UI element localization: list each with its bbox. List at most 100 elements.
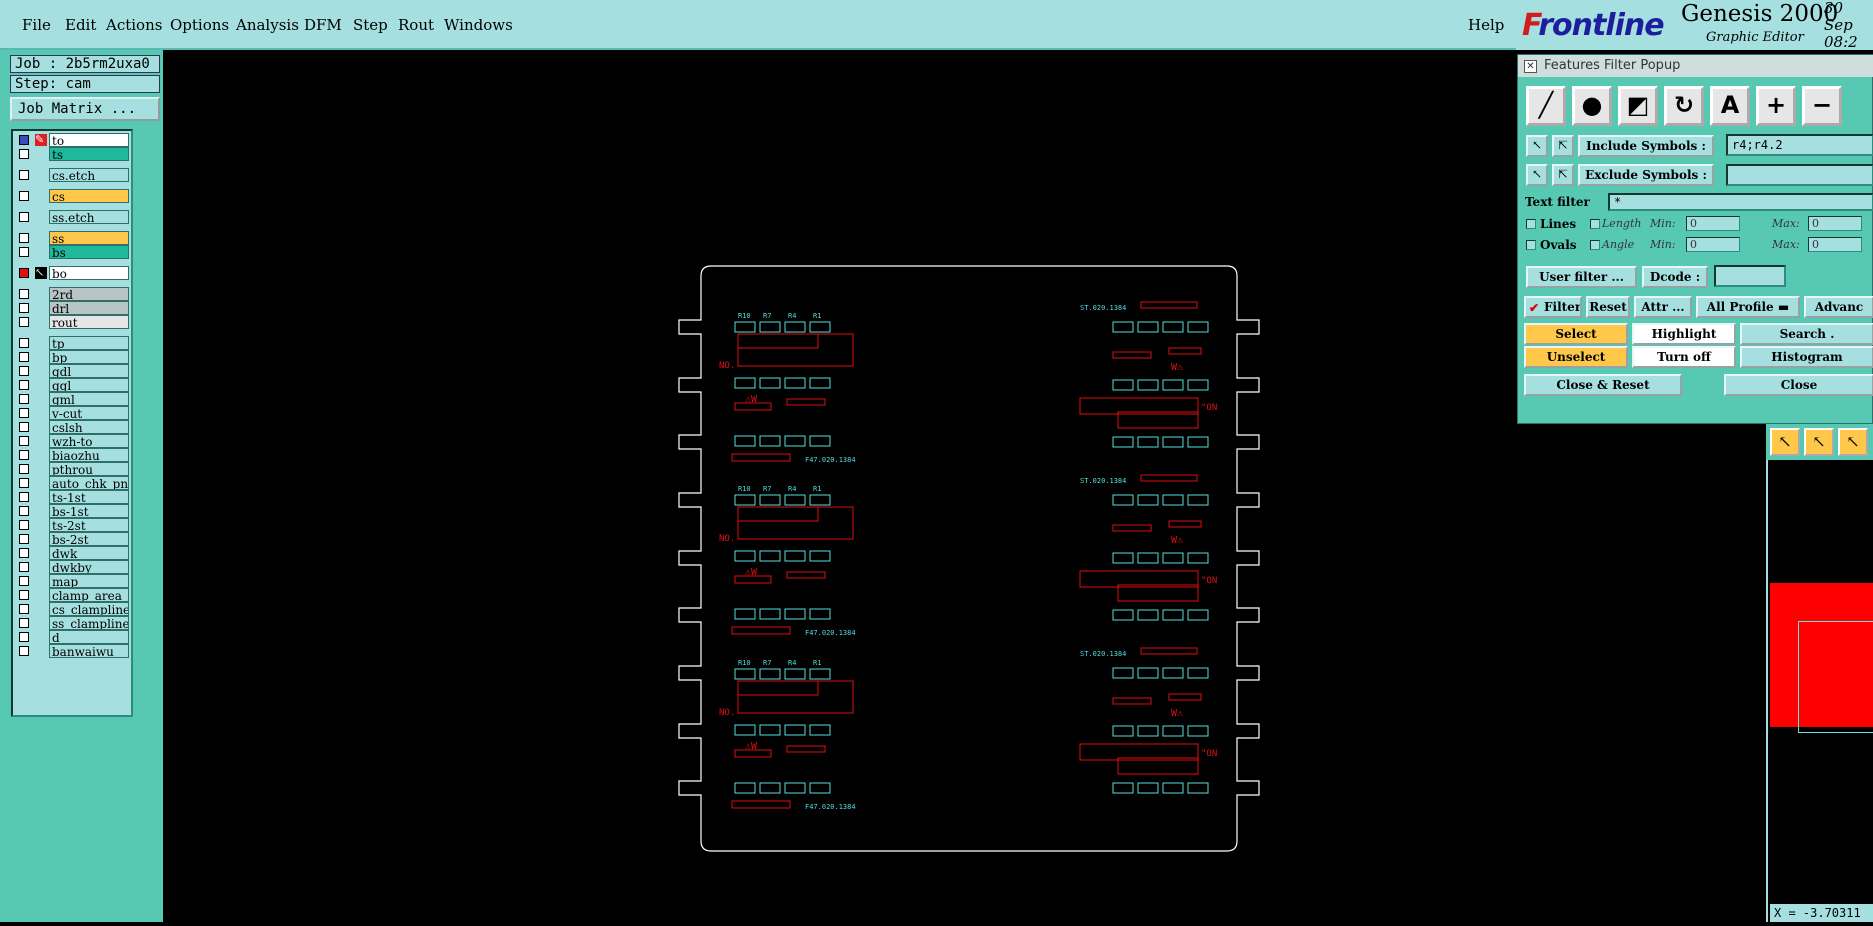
histogram-button[interactable]: Histogram <box>1740 346 1873 368</box>
popup-titlebar[interactable]: ✕ Features Filter Popup <box>1518 55 1873 77</box>
layer-checkbox[interactable] <box>19 247 29 257</box>
layer-checkbox[interactable] <box>19 352 29 362</box>
layer-checkbox[interactable] <box>19 338 29 348</box>
layer-checkbox[interactable] <box>19 170 29 180</box>
layer-row-bs-1st[interactable]: bs-1st <box>15 504 129 518</box>
pad-feature-icon[interactable]: ● <box>1572 86 1612 126</box>
snap-arrow-icon[interactable]: ↖ <box>1838 428 1868 456</box>
layer-row-ss[interactable]: ss <box>15 231 129 245</box>
layer-checkbox[interactable] <box>19 408 29 418</box>
menu-windows[interactable]: Windows <box>444 16 513 34</box>
layer-row-banwaiwu[interactable]: banwaiwu <box>15 644 129 658</box>
select-button[interactable]: Select <box>1524 323 1628 345</box>
menu-help[interactable]: Help <box>1468 16 1505 34</box>
layer-checkbox[interactable] <box>19 548 29 558</box>
job-matrix-button[interactable]: Job Matrix ... <box>10 97 160 121</box>
layer-checkbox[interactable] <box>19 576 29 586</box>
layer-checkbox[interactable] <box>19 632 29 642</box>
menu-step[interactable]: Step <box>353 16 388 34</box>
text-feature-icon[interactable]: A <box>1710 86 1750 126</box>
surface-feature-icon[interactable]: ◩ <box>1618 86 1658 126</box>
advanced-button[interactable]: Advanc <box>1804 296 1873 318</box>
layer-row-cs-clampline[interactable]: cs_clampline <box>15 602 129 616</box>
menu-options[interactable]: Options <box>170 16 230 34</box>
positive-polarity-icon[interactable]: + <box>1756 86 1796 126</box>
menu-actions[interactable]: Actions <box>106 16 163 34</box>
close-reset-button[interactable]: Close & Reset <box>1524 374 1682 396</box>
layer-checkbox[interactable] <box>19 618 29 628</box>
layer-row-2rd[interactable]: 2rd <box>15 287 129 301</box>
layer-row-gml[interactable]: gml <box>15 392 129 406</box>
close-button[interactable]: Close <box>1724 374 1873 396</box>
include-popup-icon[interactable]: ⇱ <box>1552 135 1574 157</box>
layer-checkbox[interactable] <box>19 506 29 516</box>
layer-checkbox[interactable] <box>19 233 29 243</box>
layer-row-wzh-to[interactable]: wzh-to <box>15 434 129 448</box>
user-filter-button[interactable]: User filter ... <box>1526 266 1637 288</box>
negative-polarity-icon[interactable]: − <box>1802 86 1842 126</box>
layer-row-map[interactable]: map <box>15 574 129 588</box>
layer-checkbox[interactable] <box>19 317 29 327</box>
layer-checkbox[interactable] <box>19 534 29 544</box>
angle-max-input[interactable]: 0 <box>1808 237 1862 252</box>
layer-row-cs-etch[interactable]: cs.etch <box>15 168 129 182</box>
dcode-input[interactable] <box>1714 265 1786 287</box>
layer-checkbox[interactable] <box>19 289 29 299</box>
exclude-popup-icon[interactable]: ⇱ <box>1552 164 1574 186</box>
layer-row-rout[interactable]: rout <box>15 315 129 329</box>
reset-button[interactable]: Reset <box>1586 296 1630 318</box>
highlight-button[interactable]: Highlight <box>1632 323 1736 345</box>
layer-row-ts-1st[interactable]: ts-1st <box>15 490 129 504</box>
layer-checkbox[interactable] <box>19 366 29 376</box>
layer-row-pthrou[interactable]: pthrou <box>15 462 129 476</box>
angle-checkbox[interactable] <box>1590 240 1600 250</box>
filter-toggle[interactable]: ✔ Filter <box>1524 296 1582 318</box>
layer-checkbox[interactable] <box>19 450 29 460</box>
exclude-pick-icon[interactable]: ↖ <box>1526 164 1548 186</box>
lines-checkbox[interactable] <box>1526 219 1536 229</box>
overview-window[interactable]: X = -3.70311 <box>1766 460 1873 922</box>
layer-row-drl[interactable]: drl <box>15 301 129 315</box>
include-pick-icon[interactable]: ↖ <box>1526 135 1548 157</box>
search-button[interactable]: Search . <box>1740 323 1873 345</box>
layer-checkbox[interactable] <box>19 464 29 474</box>
arc-feature-icon[interactable]: ↻ <box>1664 86 1704 126</box>
length-min-input[interactable]: 0 <box>1686 216 1740 231</box>
length-max-input[interactable]: 0 <box>1808 216 1862 231</box>
turn-off-button[interactable]: Turn off <box>1632 346 1736 368</box>
layer-row-cs[interactable]: cs <box>15 189 129 203</box>
menu-file[interactable]: File <box>22 16 51 34</box>
layer-checkbox[interactable] <box>19 380 29 390</box>
layer-row-ggl[interactable]: ggl <box>15 378 129 392</box>
pointer-icon[interactable]: ↖ <box>1770 428 1800 456</box>
ovals-checkbox[interactable] <box>1526 240 1536 250</box>
include-symbols-button[interactable]: Include Symbols : <box>1578 135 1714 157</box>
layer-checkbox[interactable] <box>19 520 29 530</box>
layer-checkbox[interactable] <box>19 436 29 446</box>
layer-checkbox[interactable] <box>19 135 29 145</box>
layer-row-cslsh[interactable]: cslsh <box>15 420 129 434</box>
layer-row-ss-clampline[interactable]: ss_clampline <box>15 616 129 630</box>
layer-checkbox[interactable] <box>19 394 29 404</box>
menu-dfm[interactable]: DFM <box>304 16 342 34</box>
select-arrow-icon[interactable]: ↖ <box>1804 428 1834 456</box>
attr-button[interactable]: Attr ... <box>1634 296 1692 318</box>
layer-row-auto-chk-pn[interactable]: auto_chk_pn <box>15 476 129 490</box>
layer-row-ts-2st[interactable]: ts-2st <box>15 518 129 532</box>
layer-row-bs-2st[interactable]: bs-2st <box>15 532 129 546</box>
layer-row-bs[interactable]: bs <box>15 245 129 259</box>
layer-checkbox[interactable] <box>19 303 29 313</box>
layer-row-clamp-area[interactable]: clamp_area <box>15 588 129 602</box>
layer-checkbox[interactable] <box>19 268 29 278</box>
layer-row-gdl[interactable]: gdl <box>15 364 129 378</box>
exclude-symbols-input[interactable] <box>1726 164 1873 186</box>
layer-row-ss-etch[interactable]: ss.etch <box>15 210 129 224</box>
length-checkbox[interactable] <box>1590 219 1600 229</box>
layer-row-dwk[interactable]: dwk <box>15 546 129 560</box>
exclude-symbols-button[interactable]: Exclude Symbols : <box>1578 164 1714 186</box>
layer-row-bo[interactable]: ↖bo <box>15 266 129 280</box>
layer-checkbox[interactable] <box>19 562 29 572</box>
profile-select[interactable]: All Profile ▬ <box>1696 296 1800 318</box>
layer-checkbox[interactable] <box>19 604 29 614</box>
